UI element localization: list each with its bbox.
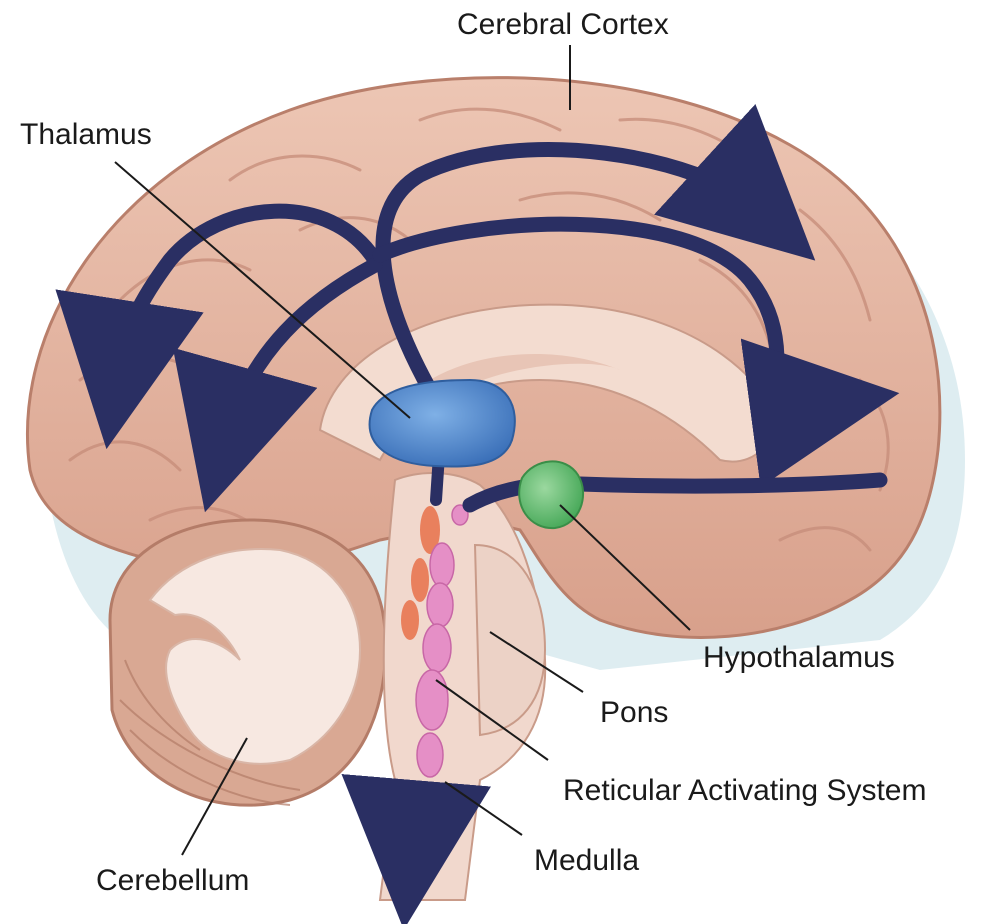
leader-thalamus — [114, 161, 411, 419]
leader-hypothalamus — [559, 504, 691, 631]
arrow-to-back-lower — [172, 257, 383, 513]
pons-bulge — [473, 543, 547, 737]
arrow-hypothalamus — [462, 472, 888, 513]
label-medulla: Medulla — [534, 844, 640, 877]
label-thalamus: Thalamus — [20, 118, 152, 151]
arrow-to-front-upper — [375, 104, 816, 398]
pathway-arrows — [55, 104, 900, 924]
label-cerebral-cortex: Cerebral Cortex — [457, 8, 669, 41]
arrow-to-spinal-cord — [341, 774, 491, 924]
leader-medulla — [444, 781, 523, 836]
arrow-to-back — [55, 203, 383, 450]
reticular-activating-system-shape — [415, 504, 469, 778]
label-pons: Pons — [600, 696, 669, 729]
leader-lines — [114, 45, 691, 856]
leader-cerebellum — [181, 737, 248, 856]
label-cerebellum: Cerebellum — [96, 864, 250, 897]
cerebellum-arbor — [148, 548, 362, 765]
cerebellum-folia — [119, 659, 301, 806]
arrow-to-front-mid — [372, 216, 900, 488]
label-hypothalamus: Hypothalamus — [703, 641, 895, 674]
orange-nuclei — [401, 506, 440, 640]
label-reticular-activating-system: Reticular Activating System — [563, 774, 927, 807]
inner-tissue-fold — [430, 353, 620, 385]
leader-pons — [489, 631, 584, 693]
leader-reticular — [435, 679, 549, 761]
thalamus-shape — [368, 378, 516, 468]
